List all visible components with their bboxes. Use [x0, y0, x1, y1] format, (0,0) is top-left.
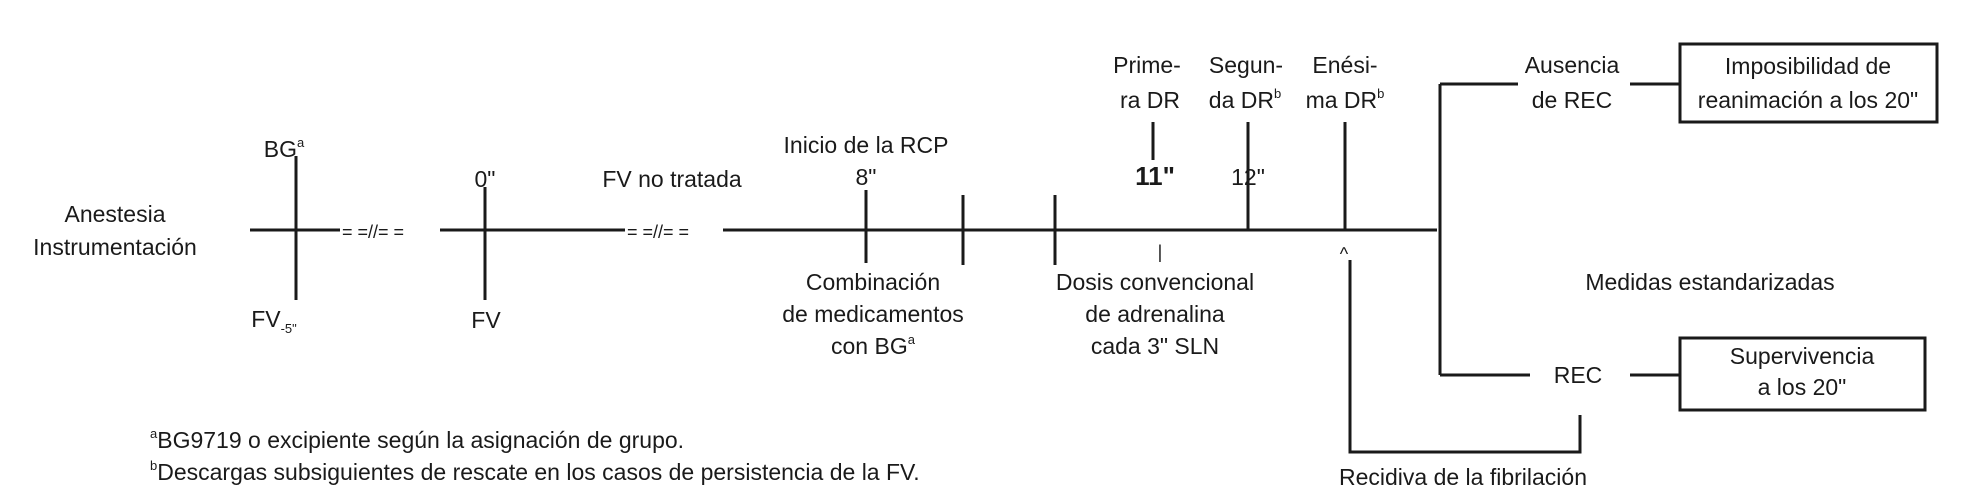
label-bg: BGa — [264, 135, 305, 162]
caret-marker: ^ — [1340, 244, 1349, 264]
label-dosis-1: Dosis convencional — [1056, 269, 1254, 295]
label-primera-2: ra DR — [1120, 87, 1180, 113]
label-ausencia-1: Ausencia — [1525, 52, 1620, 78]
label-segunda-1: Segun- — [1209, 52, 1283, 78]
fv5-subscript: -5" — [281, 321, 298, 336]
bg-text: BG — [264, 136, 297, 162]
label-medidas: Medidas estandarizadas — [1585, 269, 1834, 295]
label-recidiva: Recidiva de la fibrilación — [1339, 464, 1587, 490]
label-inicio-rcp: Inicio de la RCP — [784, 132, 949, 158]
recurrence-loop — [1348, 260, 1582, 454]
enesima-superscript: b — [1377, 86, 1384, 101]
label-anestesia: Anestesia — [64, 201, 165, 227]
footnote-b-text: Descargas subsiguientes de rescate en lo… — [157, 459, 919, 485]
outcome-box-survival — [1678, 336, 1927, 412]
label-enesima-1: Enési- — [1312, 52, 1377, 78]
label-primera-1: Prime- — [1113, 52, 1181, 78]
break-mark-1: = =//= = — [342, 222, 404, 242]
label-combinacion-3: con BGa — [831, 332, 916, 359]
label-fv-no-tratada: FV no tratada — [602, 166, 742, 192]
label-segunda-2: da DRb — [1209, 86, 1281, 113]
small-pipe-marker: | — [1158, 242, 1163, 262]
label-ausencia-2: de REC — [1532, 87, 1613, 113]
outcome-box-failure — [1678, 42, 1939, 124]
label-supervivencia-2: a los 20" — [1758, 374, 1847, 400]
footnote-a-mark: a — [150, 426, 158, 441]
combinacion-3-text: con BG — [831, 333, 908, 359]
bg-superscript: a — [297, 135, 305, 150]
segunda-2-text: da DR — [1209, 87, 1274, 113]
label-dosis-2: de adrenalina — [1085, 301, 1225, 327]
label-enesima-2: ma DRb — [1306, 86, 1385, 113]
label-twelve: 12" — [1231, 164, 1265, 190]
label-eleven: 11" — [1135, 161, 1175, 191]
footnote-a: aBG9719 o excipiente según la asignación… — [150, 426, 684, 453]
enesima-2-text: ma DR — [1306, 87, 1378, 113]
label-supervivencia-1: Supervivencia — [1730, 343, 1875, 369]
segunda-superscript: b — [1274, 86, 1281, 101]
combinacion-superscript: a — [908, 332, 916, 347]
label-combinacion-2: de medicamentos — [782, 301, 964, 327]
label-imposibilidad-1: Imposibilidad de — [1725, 53, 1891, 79]
label-combinacion-1: Combinación — [806, 269, 940, 295]
timeline-ticks — [294, 122, 1347, 300]
footnote-a-text: BG9719 o excipiente según la asignación … — [157, 427, 684, 453]
label-imposibilidad-2: reanimación a los 20" — [1698, 87, 1918, 113]
label-zero: 0" — [475, 166, 496, 192]
label-eight: 8" — [856, 164, 877, 190]
label-fv: FV — [471, 307, 501, 333]
footnote-b-mark: b — [150, 458, 157, 473]
label-dosis-3: cada 3" SLN — [1091, 333, 1219, 359]
fv5-text: FV — [251, 306, 281, 332]
label-instrumentacion: Instrumentación — [33, 234, 197, 260]
label-rec: REC — [1554, 362, 1603, 388]
label-fv-minus5: FV-5" — [251, 306, 297, 336]
branches — [1348, 82, 1680, 454]
footnote-b: bDescargas subsiguientes de rescate en l… — [150, 458, 920, 485]
break-mark-2: = =//= = — [627, 222, 689, 242]
